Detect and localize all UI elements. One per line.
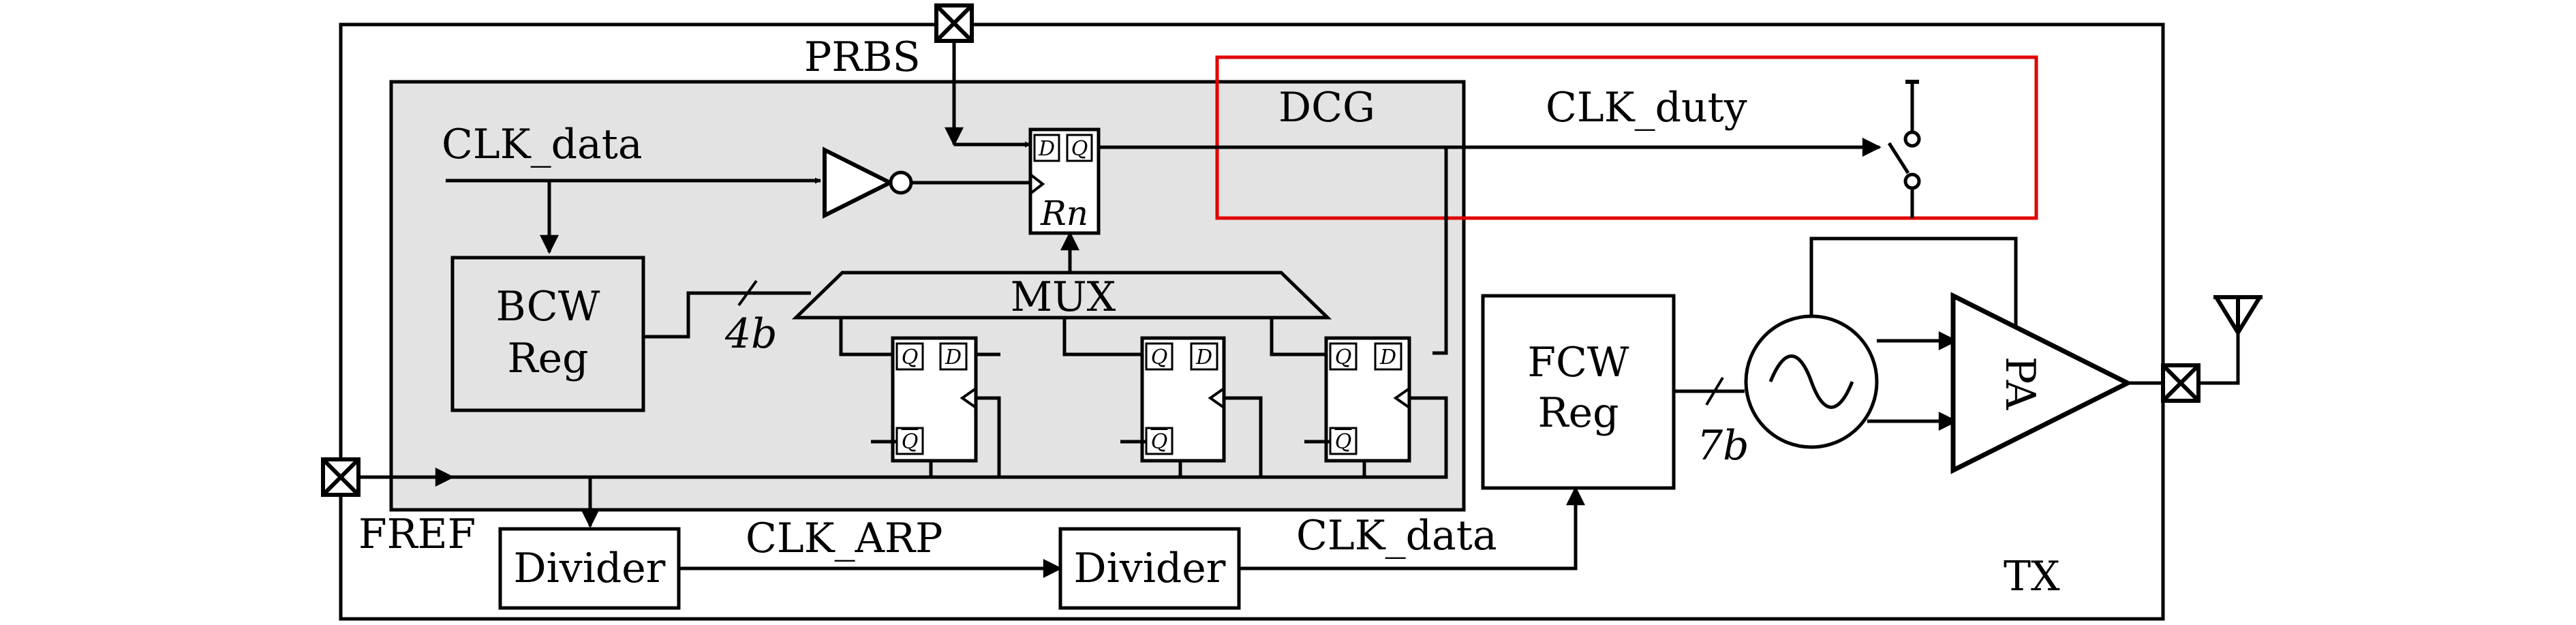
switch-icon xyxy=(1887,80,1921,218)
ff1-qb-letter: Q xyxy=(902,430,919,454)
divider-2-label: Divider xyxy=(1074,545,1226,592)
tx-frame xyxy=(339,22,2165,621)
rn-label: Rn xyxy=(1040,194,1088,233)
fcw-label-line2: Reg xyxy=(1537,389,1619,437)
antenna-feed xyxy=(2198,333,2240,385)
sine-oscillator-icon xyxy=(1744,314,1879,449)
q-feedback-wire xyxy=(1432,147,1448,355)
ff2-clock xyxy=(1208,387,1225,409)
output-pad-icon xyxy=(2161,363,2201,403)
ff-clock-triangle xyxy=(1029,173,1045,195)
bcw-label-line2: Reg xyxy=(507,335,588,382)
bcw-register xyxy=(450,256,645,412)
mux-input-2 xyxy=(1062,318,1142,356)
clk-arp-label: CLK_ARP xyxy=(746,515,942,562)
bus-7b-label: 7b xyxy=(1697,422,1749,470)
mux-label: MUX xyxy=(1011,273,1116,321)
osc-feedback-top xyxy=(1809,237,2018,326)
ff3-d-pin xyxy=(1374,342,1402,371)
bus-4b-label: 4b xyxy=(724,310,778,358)
dcg-block-outline xyxy=(1215,55,2038,220)
ff3-clock xyxy=(1393,387,1411,409)
ff3-q-letter: Q xyxy=(1335,346,1352,369)
ff2-q-letter: Q xyxy=(1151,346,1168,369)
prbs-pad-icon xyxy=(934,3,974,43)
ff2-q-pin xyxy=(1145,342,1174,371)
ff-clock-bus xyxy=(358,396,1448,479)
ff1-q-letter: Q xyxy=(902,346,919,369)
divider-2 xyxy=(1058,527,1241,610)
bus-slash-4b xyxy=(737,279,758,307)
retiming-flip-flop xyxy=(1028,127,1101,235)
clk-duty-label: CLK_duty xyxy=(1546,84,1747,132)
clk-data-out-wire xyxy=(1239,486,1585,570)
ff-d-letter: D xyxy=(1038,137,1055,161)
antenna-icon xyxy=(2213,295,2263,337)
triangle-amplifier-icon xyxy=(1950,292,2133,474)
fcw-label-line1: FCW xyxy=(1527,339,1629,386)
ff-q-pin xyxy=(1066,134,1093,162)
ff2-qb-letter: Q xyxy=(1151,430,1168,454)
ff3-qb-letter: Q xyxy=(1335,430,1352,454)
inverter-icon xyxy=(823,147,913,219)
ff1-clock xyxy=(960,387,977,409)
mux-input-1 xyxy=(839,318,893,356)
bcw-label-line1: BCW xyxy=(496,283,600,331)
ff1-clock-feed xyxy=(976,396,1001,477)
ff1-d-pin xyxy=(939,342,968,371)
pa-label: PA xyxy=(1996,356,2044,410)
ff-d-pin xyxy=(1033,134,1060,162)
fref-label: FREF xyxy=(358,510,476,558)
bcw-to-mux-bus xyxy=(643,291,811,339)
ff1-d-letter: D xyxy=(945,346,962,369)
fcw-register xyxy=(1481,294,1676,490)
prbs-label: PRBS xyxy=(804,33,921,81)
ff1-q-pin xyxy=(895,342,924,371)
divider-1-label: Divider xyxy=(514,545,666,592)
ff2-clock-feed xyxy=(1224,396,1263,477)
ff3-d-letter: D xyxy=(1379,346,1396,369)
clk-data-bottom-label: CLK_data xyxy=(1296,512,1497,560)
ff-q-letter: Q xyxy=(1071,137,1088,161)
ff2-d-pin xyxy=(1190,342,1218,371)
bus-slash-7b xyxy=(1705,376,1724,406)
dcg-label: DCG xyxy=(1278,84,1375,132)
ff2-d-letter: D xyxy=(1195,346,1212,369)
clk-data-top-label: CLK_data xyxy=(442,121,643,168)
tx-label: TX xyxy=(2004,553,2060,600)
mux xyxy=(791,271,1332,320)
ff3-q-pin xyxy=(1329,342,1358,371)
fref-pad-icon xyxy=(321,457,361,497)
mux-input-3 xyxy=(1270,318,1326,356)
